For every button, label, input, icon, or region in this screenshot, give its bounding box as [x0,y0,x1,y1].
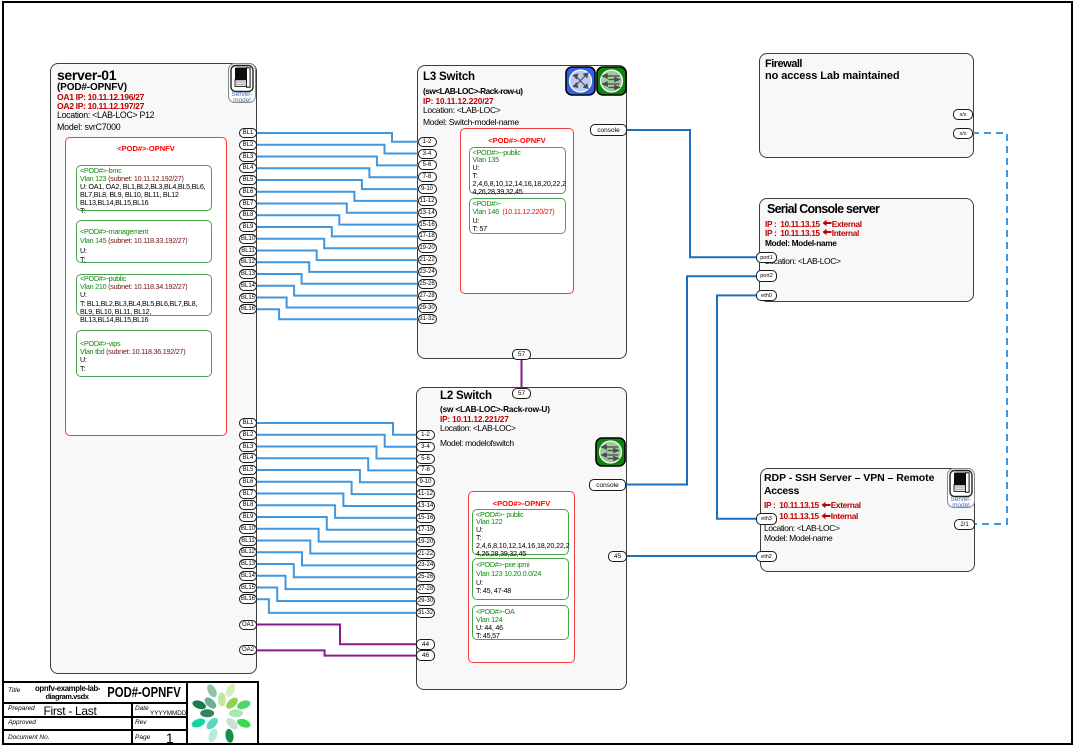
svg-text:model: model [952,502,969,508]
svg-text:model: model [233,97,250,103]
svg-text:Server-: Server- [951,496,972,503]
svg-text:Server-: Server- [232,91,253,98]
